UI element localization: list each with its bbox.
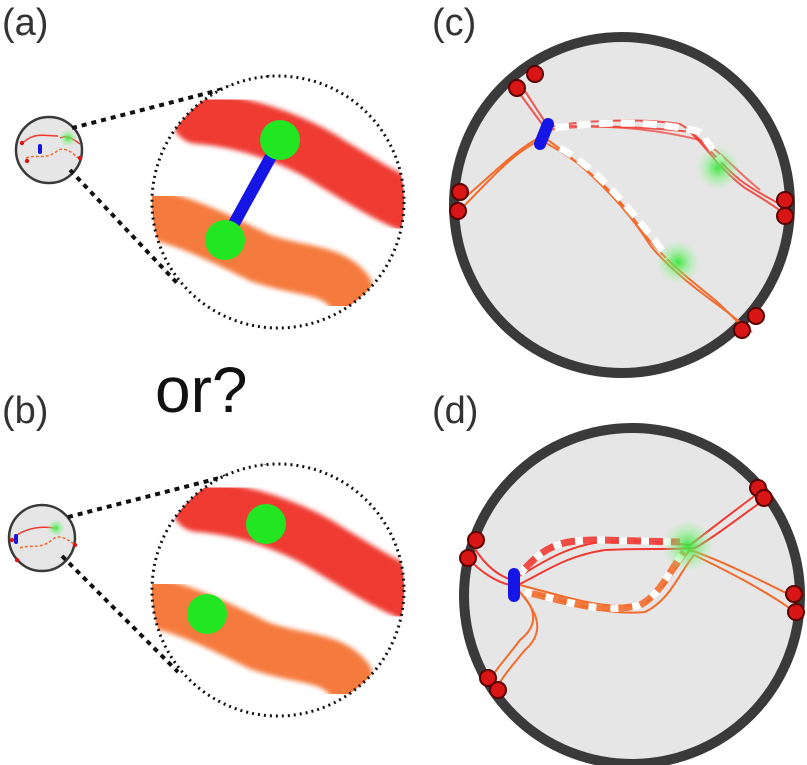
panel-c-anchor — [747, 307, 765, 325]
panel-b-zoom-circle — [150, 462, 406, 718]
panel-c-dashed-red — [554, 119, 725, 165]
panel-c-anchor — [776, 207, 794, 225]
panel-a-small-cell — [14, 115, 84, 185]
panel-a-bead-orange — [205, 220, 245, 260]
panel-b-red-chain — [172, 480, 404, 624]
panel-c-dashed-orange — [558, 144, 671, 261]
panel-d-contact-glow — [662, 520, 714, 572]
panel-c-contact-glow-1 — [696, 146, 740, 190]
panel-a-red-chain — [172, 92, 404, 236]
panel-a-orange-chain — [152, 187, 373, 315]
panel-a — [14, 74, 406, 330]
panel-d-anchor — [459, 549, 477, 567]
panel-d-anchor — [785, 585, 803, 603]
panel-c-anchor — [776, 191, 794, 209]
panel-a-bead-red — [260, 120, 300, 160]
panel-b — [7, 462, 406, 718]
panel-label-c: (c) — [432, 2, 477, 44]
panel-a-zoom-line-bottom — [68, 168, 180, 286]
panel-c-anchor — [508, 79, 526, 97]
panel-label-d: (d) — [432, 390, 479, 432]
panel-b-zoom-line-bottom — [60, 554, 180, 674]
panel-c-bond — [534, 118, 554, 150]
panel-b-orange-chain — [152, 575, 373, 703]
or-question: or? — [155, 354, 248, 426]
panel-c-contact-glow-2 — [656, 240, 700, 284]
panel-c-red-chain — [514, 87, 786, 209]
panel-d-anchor — [479, 669, 497, 687]
panel-label-a: (a) — [2, 2, 49, 44]
panel-d — [459, 423, 805, 765]
panel-b-bead-red — [246, 504, 286, 544]
panel-d-anchor — [755, 489, 773, 507]
panel-a-zoom-circle — [150, 74, 406, 330]
panel-label-b: (b) — [2, 390, 49, 432]
panel-c-anchor — [526, 65, 544, 83]
panel-d-anchor — [787, 603, 805, 621]
panel-b-small-cell — [7, 503, 78, 573]
panel-c — [449, 32, 795, 378]
panel-c-anchor — [449, 202, 467, 220]
panel-d-anchor — [489, 681, 507, 699]
panel-b-bead-orange — [187, 594, 227, 634]
panel-c-anchor — [733, 321, 751, 339]
panel-c-anchor — [451, 183, 469, 201]
panel-d-anchor — [467, 531, 485, 549]
